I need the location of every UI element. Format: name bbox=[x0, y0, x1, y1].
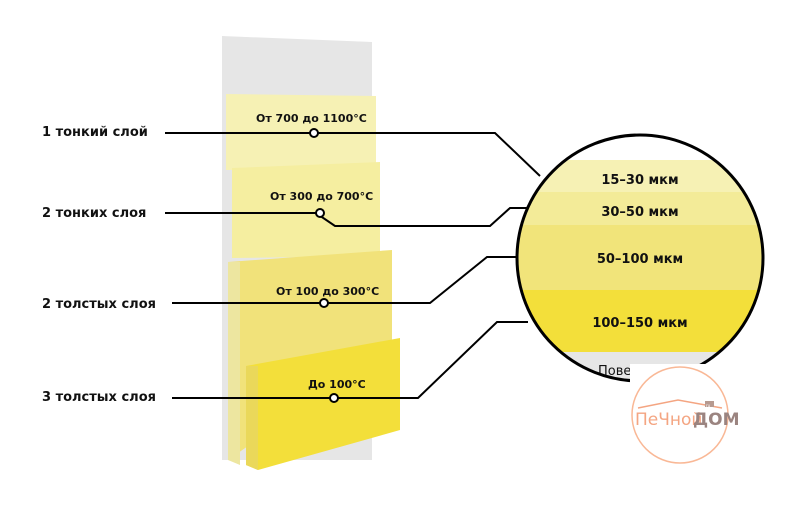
layer-4-temperature: До 100°С bbox=[308, 378, 366, 391]
layer-1-temperature: От 700 до 1100°С bbox=[256, 112, 367, 125]
layer-1-label: 1 тонкий слой bbox=[42, 125, 148, 140]
layer-4-panel bbox=[246, 338, 400, 470]
layer-2-label: 2 тонких слоя bbox=[42, 206, 146, 221]
layer-4-label: 3 толстых слоя bbox=[42, 390, 156, 405]
band-3-label: 50–100 мкм bbox=[597, 252, 683, 267]
leader-markers bbox=[309, 128, 339, 403]
band-4 bbox=[517, 290, 763, 352]
band-1-label: 15–30 мкм bbox=[601, 173, 678, 188]
layer-2-panel bbox=[232, 162, 380, 258]
layer-3-temperature: От 100 до 300°С bbox=[276, 285, 379, 298]
band-4-label: 100–150 мкм bbox=[592, 316, 687, 331]
band-2-label: 30–50 мкм bbox=[601, 205, 678, 220]
logo-part1: ПеЧной bbox=[635, 410, 702, 430]
layer-4-edge bbox=[246, 366, 258, 470]
layer-2-temperature: От 300 до 700°С bbox=[270, 190, 373, 203]
leader-lines bbox=[165, 132, 541, 399]
layer-3-label: 2 толстых слоя bbox=[42, 297, 156, 312]
magnifier: 15–30 мкм 30–50 мкм 50–100 мкм 100–150 м… bbox=[517, 135, 763, 381]
logo-part2: ДОМ bbox=[693, 410, 740, 430]
band-3 bbox=[517, 225, 763, 290]
band-2 bbox=[517, 192, 763, 225]
pechnoy-dom-logo: ПеЧной ДОМ ru bbox=[630, 364, 740, 464]
layer-3-edge bbox=[228, 262, 240, 465]
logo-suffix: ru bbox=[706, 403, 711, 408]
